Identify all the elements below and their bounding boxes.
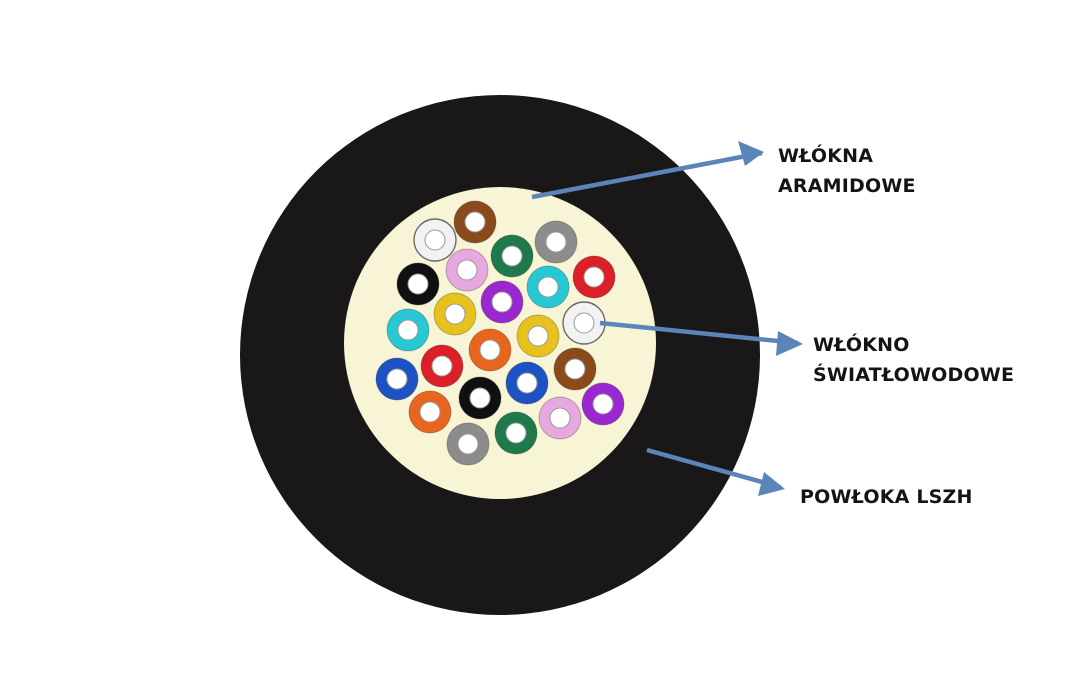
fiber-core <box>397 319 419 341</box>
label-aramid-fibers: WŁÓKNA ARAMIDOWE <box>778 141 916 201</box>
fiber-core <box>537 276 559 298</box>
arrowhead-jacket <box>758 472 785 496</box>
fiber-core <box>424 229 446 251</box>
fiber-core <box>456 259 478 281</box>
label-lszh-jacket: POWŁOKA LSZH <box>800 482 973 512</box>
arrowhead-aramid <box>738 141 764 166</box>
label-aramid-line2: ARAMIDOWE <box>778 175 916 197</box>
fiber-core <box>583 266 605 288</box>
fiber-core <box>527 325 549 347</box>
fiber-core <box>549 407 571 429</box>
fiber-core <box>479 339 501 361</box>
fiber-core <box>491 291 513 313</box>
fiber-core <box>469 387 491 409</box>
label-fiber-line1: WŁÓKNO <box>813 334 910 356</box>
arrowhead-fiber <box>776 331 803 356</box>
fiber-core <box>592 393 614 415</box>
arrow-jacket <box>646 447 781 490</box>
fiber-core <box>457 433 479 455</box>
pointer-arrows <box>531 141 803 496</box>
fiber-core <box>564 358 586 380</box>
arrow-fiber <box>599 320 799 346</box>
label-optical-fiber: WŁÓKNO ŚWIATŁOWODOWE <box>813 330 1014 390</box>
fiber-tube-group <box>375 200 625 466</box>
fiber-core <box>386 368 408 390</box>
label-aramid-line1: WŁÓKNA <box>778 145 874 167</box>
fiber-core <box>545 231 567 253</box>
fiber-core <box>516 372 538 394</box>
fiber-core <box>419 401 441 423</box>
fiber-core <box>501 245 523 267</box>
fiber-core <box>431 355 453 377</box>
fiber-core <box>444 303 466 325</box>
fiber-core <box>407 273 429 295</box>
label-fiber-line2: ŚWIATŁOWODOWE <box>813 364 1015 386</box>
fiber-core <box>464 211 486 233</box>
fiber-core <box>573 312 595 334</box>
fiber-core <box>505 422 527 444</box>
label-jacket-text: POWŁOKA LSZH <box>800 486 973 508</box>
arrow-aramid <box>531 150 763 200</box>
